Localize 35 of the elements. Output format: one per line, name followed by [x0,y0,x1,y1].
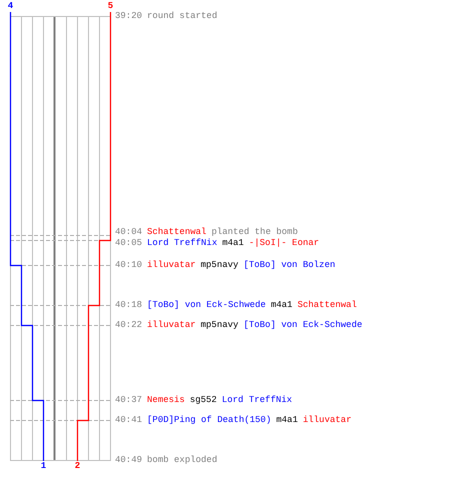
player-name: illuvatar [302,415,352,425]
player-name: [ToBo] von Eck-Schwede [243,320,362,330]
weapon-name: m4a1 [222,238,244,248]
player-name: [ToBo] von Eck-Schwede [147,300,266,310]
time-label: 40:10 [115,260,142,270]
weapon-name: mp5navy [200,260,238,270]
weapon-name: m4a1 [270,300,292,310]
time-label: 40:22 [115,320,142,330]
weapon-name: sg552 [190,395,217,405]
time-label: 40:49 [115,455,142,465]
time-label: 40:37 [115,395,142,405]
time-label: 39:20 [115,11,142,21]
player-name: Schattenwal [147,227,206,237]
time-label: 40:18 [115,300,142,310]
player-name: [ToBo] von Bolzen [243,260,336,270]
time-label: 40:05 [115,238,142,248]
player-count: 5 [106,1,114,11]
player-name: -|SoI|- Eonar [248,238,320,248]
player-count: 1 [40,461,48,471]
player-count: 4 [6,1,14,11]
weapon-name: m4a1 [276,415,298,425]
time-label: 40:04 [115,227,142,237]
weapon-name: mp5navy [200,320,238,330]
event-text: bomb exploded [147,455,218,465]
player-name: Lord TreffNix [222,395,292,405]
time-label: 40:41 [115,415,142,425]
player-name: Schattenwal [297,300,357,310]
player-name: illuvatar [147,320,196,330]
event-text: round started [147,11,218,21]
player-name: Lord TreffNix [147,238,218,248]
player-name: Nemesis [147,395,185,405]
player-name: illuvatar [147,260,196,270]
player-count: 2 [74,461,82,471]
event-text: planted the bomb [211,227,298,237]
player-name: [P0D]Ping of Death(150) [147,415,272,425]
